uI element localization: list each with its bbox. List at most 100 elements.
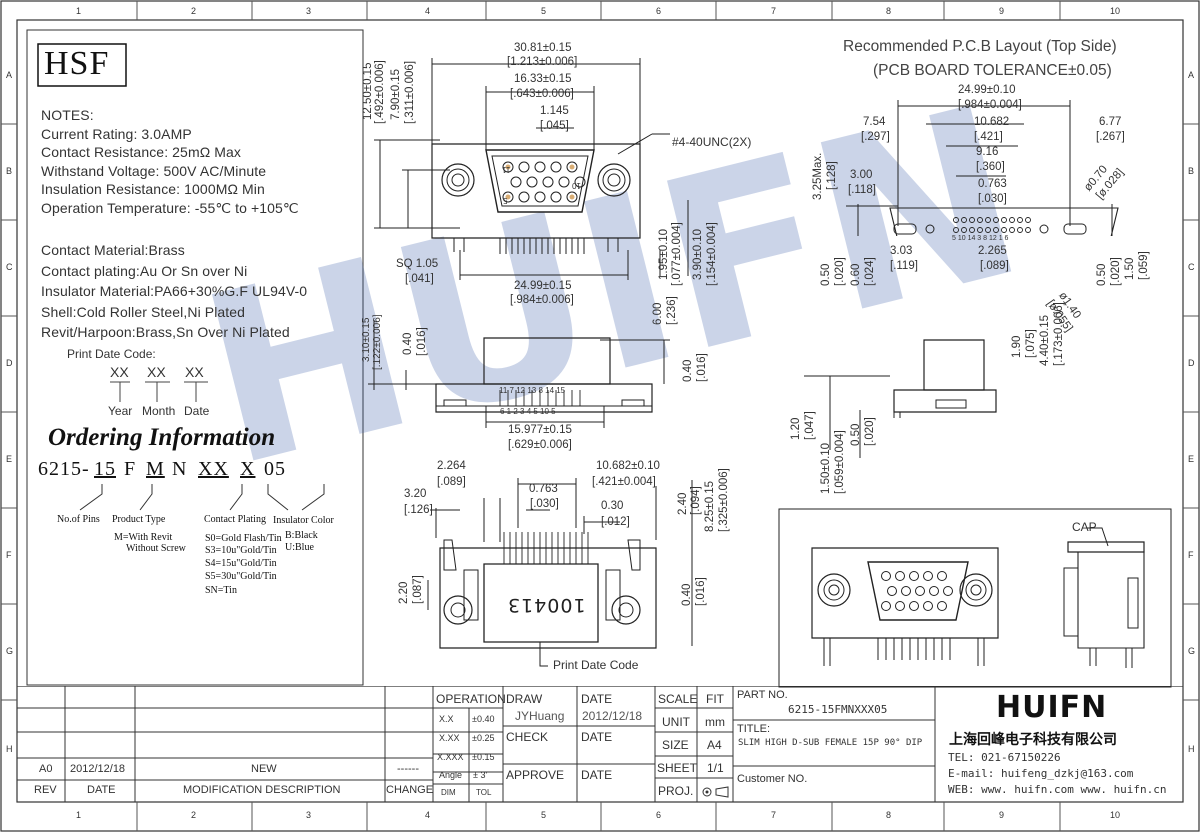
date-stamp: 100413 [507,594,586,616]
notes-heading: NOTES: [41,107,94,123]
dim-side-d: 0.40 [682,359,694,382]
iso-views [778,508,1172,688]
col-number: 3 [306,6,312,16]
rev-change-value: ------ [397,763,419,775]
draw-date-value: 2012/12/18 [582,709,643,723]
ordering-label-plating: Contact Plating [204,514,266,525]
pcb-dim-d: 6.77 [1099,116,1122,128]
size-label: SIZE [662,738,689,752]
unit-label: UNIT [662,715,690,729]
right-dim-c-inch: [.047] [804,411,816,440]
row-letter: A [1188,70,1195,80]
operation-label: OPERATION [436,692,506,706]
col-number: 4 [425,810,431,820]
sheet-label: SHEET [657,761,698,775]
right-dim-d-inch: [.059±0.004] [834,430,846,494]
print-date-code: XX [147,364,166,380]
date-header: DATE [87,784,116,796]
row-letter: G [6,646,14,656]
dim-bottom-i-inch: [.016] [695,577,707,606]
dim-p1-inch: [.077±0.004] [671,222,683,286]
print-date-caption: Date [184,404,210,418]
dim-bottom-h-inch: [.087] [412,575,424,604]
row-letter: D [6,358,13,368]
dim-bottom-b-inch: [.126] [404,504,433,516]
right-dim-a-inch: [.075] [1025,329,1037,358]
row-letter: H [1188,744,1195,754]
ordering-plating-option: S3=10u"Gold/Tin [205,545,277,556]
pcb-dim-h-inch: [.128] [826,161,838,190]
drawer-name: JYHuang [515,709,565,723]
dim-side-c-inch: [.236] [666,296,678,325]
company-tel: TEL: 021-67150226 [948,751,1061,764]
row-letter: A [6,70,13,80]
right-dim-b-inch: [.173±0.006] [1053,302,1065,366]
dim-mount: 24.99±0.15 [514,280,572,292]
col-number: 5 [541,810,547,820]
proj-label: PROJ. [658,784,694,798]
bottom-view [427,478,693,667]
side-pins-top: 11 7 12 13 8 14 15 [499,386,566,395]
dim-cell: DIM [441,788,456,797]
dim-bottom-h: 2.20 [398,581,410,604]
approve-label: APPROVE [506,768,565,782]
title-value: SLIM HIGH D-SUB FEMALE 15P 90° DIP [738,738,923,748]
dim-bottom-a-inch: [.089] [437,476,466,488]
ordering-part: M [146,458,165,480]
right-dim-c: 1.20 [790,417,802,440]
pcb-dim-a: 24.99±0.10 [958,84,1016,96]
pcb-tolerance: (PCB BOARD TOLERANCE±0.05) [873,62,1112,79]
dim-shell: 16.33±0.15 [514,73,572,85]
draw-date-label: DATE [581,692,613,706]
pcb-dim-k-inch: [.089] [980,260,1009,272]
projection-symbol-icon [702,786,729,798]
side-pins-bottom: 6 1 2 3 4 5 10 5 [500,407,556,416]
col-number: 1 [76,6,82,16]
pcb-dim-o: 1.50 [1124,257,1136,280]
pcb-dim-m-inch: [.024] [864,257,876,286]
dim-sq: SQ 1.05 [396,258,439,270]
dim-bottom-g-inch: [.325±0.006] [718,468,730,532]
pcb-dim-j-inch: [.119] [890,260,918,272]
ordering-color-option: U:Blue [285,542,314,553]
company-logo: HUIFN [996,690,1108,725]
dim-bottom-d-inch: [.421±0.004] [592,476,656,488]
dim-bottom-c: 0.763 [529,483,558,495]
row-letter: H [6,744,13,754]
pcb-dim-d-inch: [.267] [1096,131,1125,143]
dim-p1: 1.95±0.10 [658,228,670,280]
row-letter: G [1188,646,1196,656]
dim-side-e-inch: [.629±0.006] [508,439,572,451]
front-view [374,58,689,280]
dim-bottom-d: 10.682±0.10 [596,460,660,472]
pin-number: 11 [502,165,511,174]
pcb-dim-h: 3.25Max. [812,152,824,200]
pcb-dim-c-inch: [.421] [974,131,1003,143]
sheet-value: 1/1 [707,761,724,775]
company-name-cn: 上海回峰电子科技有限公司 [949,732,1117,748]
dim-side-d-inch: [.016] [696,353,708,382]
row-letter: C [1188,262,1195,272]
company-web: WEB: www. huifn.com www. huifn.cn [948,783,1167,796]
col-number: 9 [999,6,1005,16]
col-number: 7 [771,6,777,16]
cap-label: CAP [1072,520,1097,534]
note-line: Operation Temperature: -55℃ to +105℃ [41,199,299,216]
rev-date-value: 2012/12/18 [70,763,126,775]
pcb-dim-l-inch: [.020] [834,257,846,286]
pcb-pin-row: 5 10 14 3 8 12 1 6 [952,235,1009,242]
tol-key: X.X [439,714,454,724]
rev-value: A0 [39,763,53,775]
row-letter: E [6,454,13,464]
side-view [368,320,670,428]
customer-no-label: Customer NO. [737,773,808,785]
tol-key: X.XXX [437,752,464,762]
ordering-part: 15 [94,458,116,480]
pcb-dim-f: 0.763 [978,178,1007,190]
col-number: 8 [886,810,892,820]
right-dim-e: 0.50 [850,423,862,446]
pcb-dim-g-inch: [.118] [848,184,876,196]
title-block-grid [17,686,1183,802]
